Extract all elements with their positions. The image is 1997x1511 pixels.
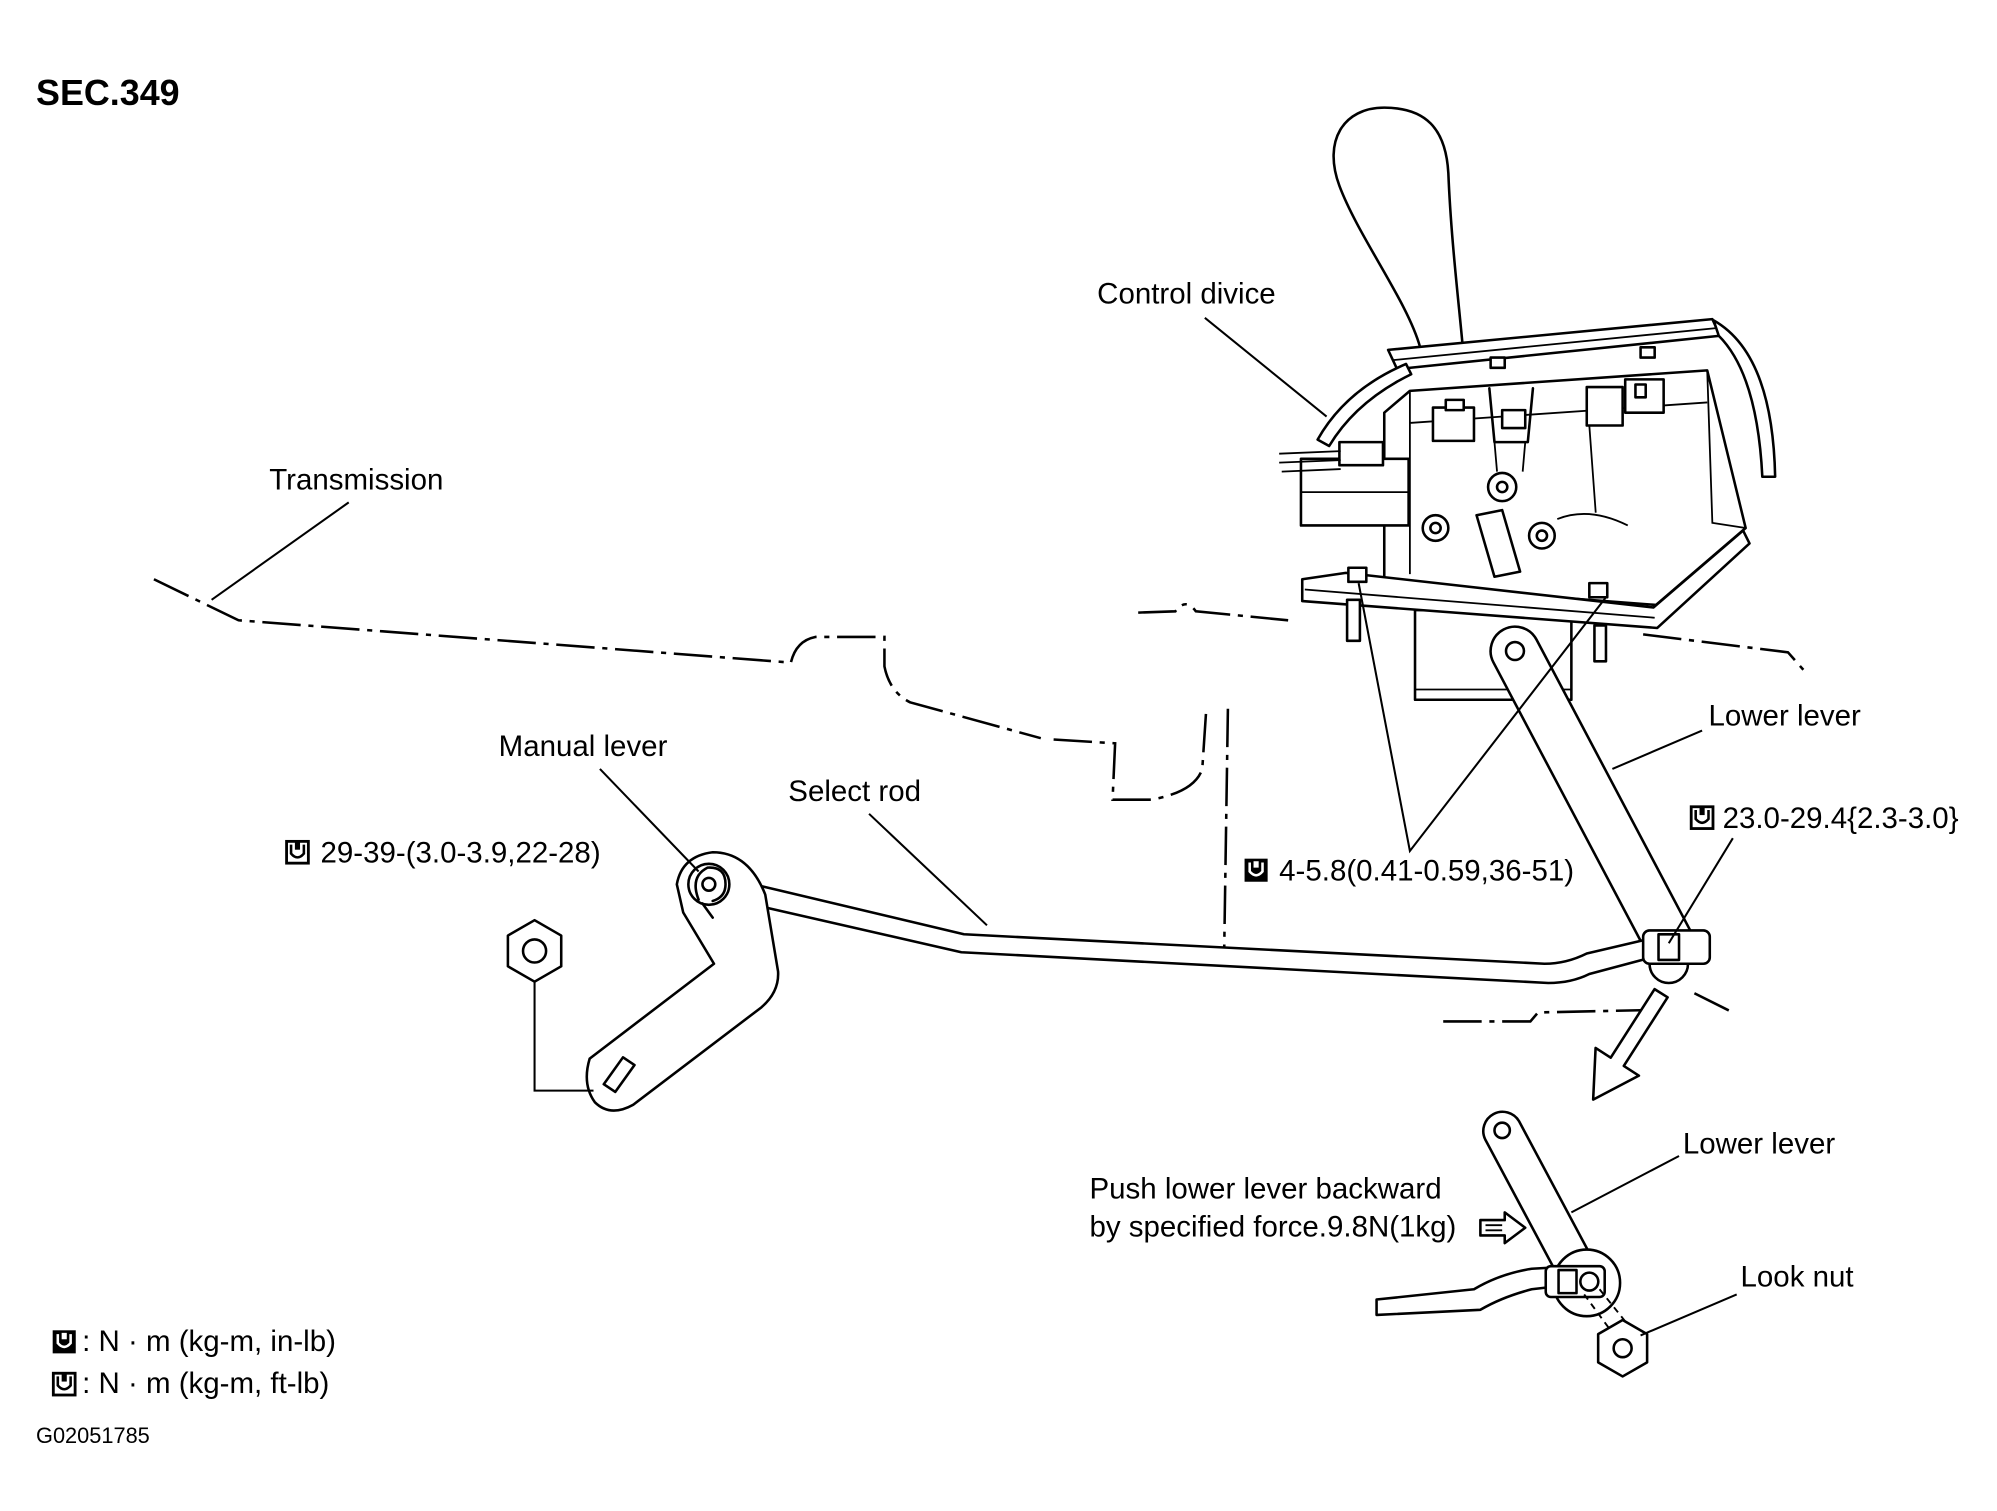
lower-lever-pivot-hole	[1504, 640, 1526, 662]
direction-arrow-icon	[1591, 987, 1669, 1101]
control-device-body	[1382, 369, 1747, 607]
leader-lower-lever-nut	[1667, 837, 1734, 944]
control-device-link-arm	[1475, 508, 1522, 578]
floor-line-right	[1642, 633, 1809, 675]
control-device-connector-pin	[1634, 383, 1647, 399]
torque-spec-manual-lever-nut: 29-39-(3.0-3.9,22-28)	[321, 837, 601, 870]
torque-ft-lb-icon	[1689, 805, 1715, 830]
pivot-bolt-center	[1495, 480, 1509, 494]
instruction-line-2: by specified force.9.8N(1kg)	[1089, 1211, 1456, 1244]
torque-in-lb-icon	[1243, 857, 1269, 884]
leader-manual-lever	[599, 768, 700, 873]
torque-ft-lb-icon	[51, 1371, 77, 1397]
label-lock-nut: Look nut	[1741, 1261, 1854, 1294]
detail-lower-lever-hole	[1493, 1121, 1512, 1140]
mounting-bolt-head	[1588, 581, 1609, 599]
floor-line-lower-right	[1693, 992, 1734, 1014]
push-arrow-hatch	[1485, 1224, 1503, 1232]
adjustment-detail	[1375, 1110, 1649, 1378]
torque-spec-lower-lever-nut: 23.0-29.4{2.3-3.0}	[1723, 802, 1959, 835]
top-plate-slot	[1639, 346, 1656, 359]
leader-transmission	[211, 501, 350, 601]
torque-ft-lb-icon	[285, 839, 310, 865]
leader-lock-nut	[1640, 1293, 1738, 1337]
floor-line-lower	[1443, 1008, 1656, 1023]
clamp-nut	[1657, 933, 1681, 962]
control-device-component	[1585, 385, 1624, 427]
nut-location-line	[533, 981, 594, 1092]
label-control-device: Control divice	[1097, 278, 1276, 311]
lower-lever-arm	[1489, 625, 1692, 955]
lower-lever	[1489, 625, 1692, 955]
control-device-component	[1500, 408, 1527, 430]
manual-lever	[585, 850, 780, 1112]
control-device-component	[1431, 406, 1476, 443]
label-transmission: Transmission	[269, 464, 443, 497]
control-device-linkage	[1488, 387, 1535, 444]
lock-nut-hole	[1612, 1337, 1633, 1359]
torque-in-lb-icon	[51, 1329, 78, 1355]
leader-control-device-bolts	[1357, 582, 1607, 854]
nut-assembly-guide	[1583, 1288, 1632, 1334]
shift-knob	[1332, 106, 1464, 348]
control-device-right-trim	[1712, 319, 1777, 479]
control-device-base-plate-edge	[1304, 588, 1655, 619]
control-device-side-block	[1338, 440, 1385, 467]
legend-ft-lb-text: : N · m (kg-m, ft-lb)	[82, 1367, 329, 1400]
label-manual-lever: Manual lever	[499, 730, 668, 763]
detail-clamp-bolt	[1579, 1271, 1600, 1292]
legend-in-lb-text: : N · m (kg-m, in-lb)	[82, 1325, 336, 1358]
leader-select-rod	[868, 813, 988, 927]
leader-control-device	[1204, 317, 1328, 418]
control-device-top-plate-edge	[1393, 327, 1717, 362]
push-arrow-icon	[1479, 1211, 1527, 1245]
label-select-rod: Select rod	[788, 775, 921, 808]
legend: : N · m (kg-m, in-lb) : N · m (kg-m, ft-…	[51, 1325, 336, 1400]
select-rod	[752, 883, 1649, 985]
detail-select-rod	[1375, 1266, 1555, 1317]
transmission-centerline	[1222, 708, 1230, 959]
floor-line-left	[1138, 603, 1289, 622]
control-device-hatching	[1279, 450, 1409, 494]
label-lower-lever: Lower lever	[1709, 699, 1862, 732]
transmission-outline	[153, 578, 1809, 1023]
leader-lower-lever-detail	[1570, 1155, 1680, 1214]
control-device-left-trim	[1316, 362, 1413, 448]
figure-code: G02051785	[36, 1423, 150, 1448]
manual-lever-body	[585, 850, 780, 1112]
leader-lines	[211, 317, 1738, 1337]
top-plate-slot	[1489, 356, 1507, 370]
section-title: SEC.349	[36, 73, 180, 113]
leader-lower-lever	[1611, 729, 1703, 770]
label-lower-lever-detail: Lower lever	[1683, 1127, 1836, 1160]
detail-clamp-nut	[1557, 1268, 1578, 1295]
lower-lever-clamp	[1641, 929, 1712, 985]
rod-clip-spring	[694, 866, 727, 919]
pivot-bolt-center	[1429, 521, 1442, 535]
control-device-component	[1444, 398, 1466, 412]
control-device-base-plate	[1300, 529, 1751, 630]
pivot-bolt-center	[1535, 529, 1549, 543]
transmission-outline-main	[153, 578, 1208, 801]
mounting-bolt-head	[1347, 566, 1368, 584]
hex-nut-hole	[521, 938, 548, 964]
instruction-line-1: Push lower lever backward	[1089, 1172, 1441, 1205]
torque-spec-control-device-bolts: 4-5.8(0.41-0.59,36-51)	[1279, 854, 1574, 887]
rod-clip-pin	[701, 876, 717, 892]
mounting-bolt	[1345, 598, 1362, 643]
detail-lower-lever-arm	[1482, 1110, 1603, 1295]
manual-lever-nut	[506, 918, 594, 1092]
control-device-detail-lines	[1493, 425, 1629, 527]
manual-lever-slot	[602, 1056, 636, 1094]
mounting-bolt	[1593, 624, 1608, 663]
